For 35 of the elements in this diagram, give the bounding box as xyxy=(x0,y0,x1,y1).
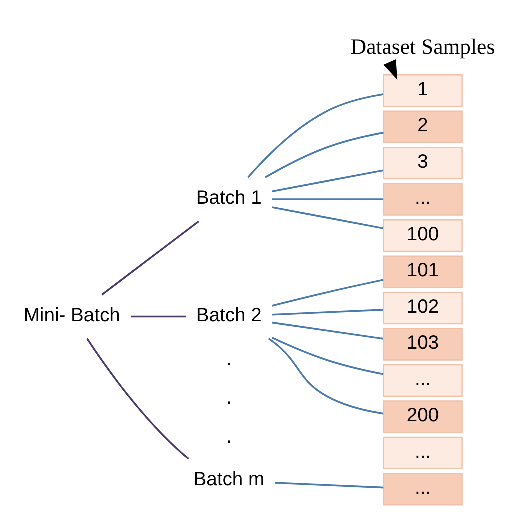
node-text: Batch 2 xyxy=(196,305,262,326)
connector xyxy=(275,482,384,489)
connector xyxy=(272,198,384,200)
connector xyxy=(272,170,384,192)
node-box: ... xyxy=(383,473,463,506)
node-box: 103 xyxy=(383,328,463,361)
node-box: 2 xyxy=(383,110,463,144)
node-box: ... xyxy=(383,436,463,470)
connector xyxy=(86,338,190,460)
node-box: ... xyxy=(383,183,463,216)
node-box: 1 xyxy=(383,74,463,108)
node-box: 102 xyxy=(383,292,463,325)
label: . xyxy=(226,422,232,448)
arrow xyxy=(384,60,398,80)
node-text: Mini- Batch xyxy=(24,305,120,326)
node-box: 100 xyxy=(383,220,463,252)
node-box: 101 xyxy=(383,256,463,288)
node-text: Batch 1 xyxy=(196,188,262,210)
connector xyxy=(272,279,384,307)
connector xyxy=(102,220,200,296)
node-text: Batch m xyxy=(194,470,265,491)
label: . xyxy=(226,346,232,371)
node-box: 200 xyxy=(383,400,463,434)
connector xyxy=(131,316,186,318)
connector xyxy=(272,206,384,230)
node-text: Dataset Samples xyxy=(350,34,496,59)
label: . xyxy=(226,384,232,410)
connector xyxy=(272,309,384,316)
connector xyxy=(248,94,384,178)
connector xyxy=(268,338,384,415)
node-box: 3 xyxy=(383,147,463,180)
connector xyxy=(265,132,384,178)
node-box: ... xyxy=(383,364,463,398)
connector xyxy=(272,322,384,340)
connector xyxy=(272,337,384,376)
